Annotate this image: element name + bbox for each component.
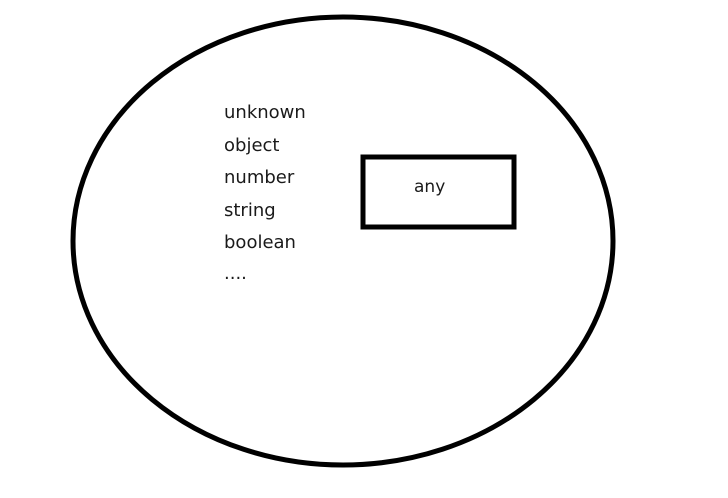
type-list-item: object	[224, 135, 279, 156]
any-box-label: any	[414, 177, 445, 197]
outer-ellipse	[70, 14, 616, 468]
type-list-item: number	[224, 167, 295, 188]
type-list-item: boolean	[224, 232, 296, 253]
type-list-item: string	[224, 200, 276, 221]
type-list: unknown object number string boolean ...…	[224, 102, 306, 284]
type-list-item: ....	[224, 263, 247, 284]
type-list-item: unknown	[224, 102, 306, 123]
any-box-border	[360, 154, 517, 230]
any-box: any	[360, 154, 517, 230]
